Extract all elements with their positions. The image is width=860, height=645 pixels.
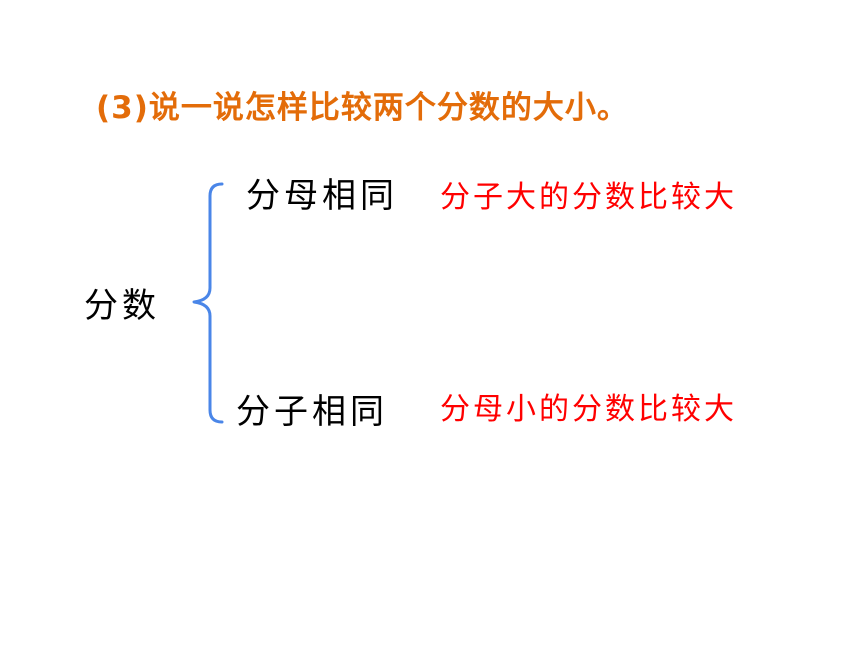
branch-label-same-denominator: 分母相同 <box>246 176 398 216</box>
branch-rule-same-numerator: 分母小的分数比较大 <box>440 392 737 427</box>
question-heading: (3)说一说怎样比较两个分数的大小。 <box>96 90 629 126</box>
root-concept-label: 分数 <box>84 286 160 326</box>
branch-label-same-numerator: 分子相同 <box>236 392 388 432</box>
branch-rule-same-denominator: 分子大的分数比较大 <box>440 180 737 215</box>
curly-brace-icon <box>192 182 224 424</box>
